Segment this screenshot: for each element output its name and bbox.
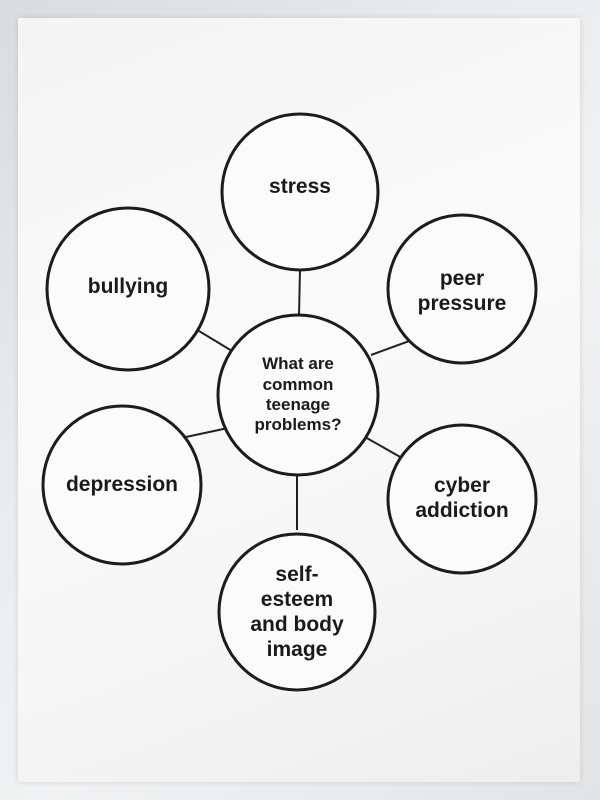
link-stress xyxy=(298,269,301,316)
node-label-self-esteem: self- esteem and body image xyxy=(250,562,344,662)
link-peer-pressure xyxy=(370,339,413,356)
node-circle-cyber-addiction xyxy=(386,423,538,575)
node-circle-self-esteem xyxy=(217,532,377,692)
node-circle-center xyxy=(216,313,380,477)
node-circle-depression xyxy=(41,404,203,566)
link-cyber-addiction xyxy=(364,436,403,459)
node-label-depression: depression xyxy=(65,473,179,497)
link-depression xyxy=(185,427,229,438)
node-label-peer-pressure: peer pressure xyxy=(417,266,507,315)
node-circle-bullying xyxy=(45,206,211,372)
node-circle-stress xyxy=(220,112,380,272)
node-label-center: What are common teenage problems? xyxy=(254,354,342,435)
node-circle-peer-pressure xyxy=(386,213,538,365)
node-label-cyber-addiction: cyber addiction xyxy=(415,473,509,522)
link-bullying xyxy=(198,330,233,352)
node-label-bullying: bullying xyxy=(87,275,169,299)
node-label-stress: stress xyxy=(269,175,331,199)
